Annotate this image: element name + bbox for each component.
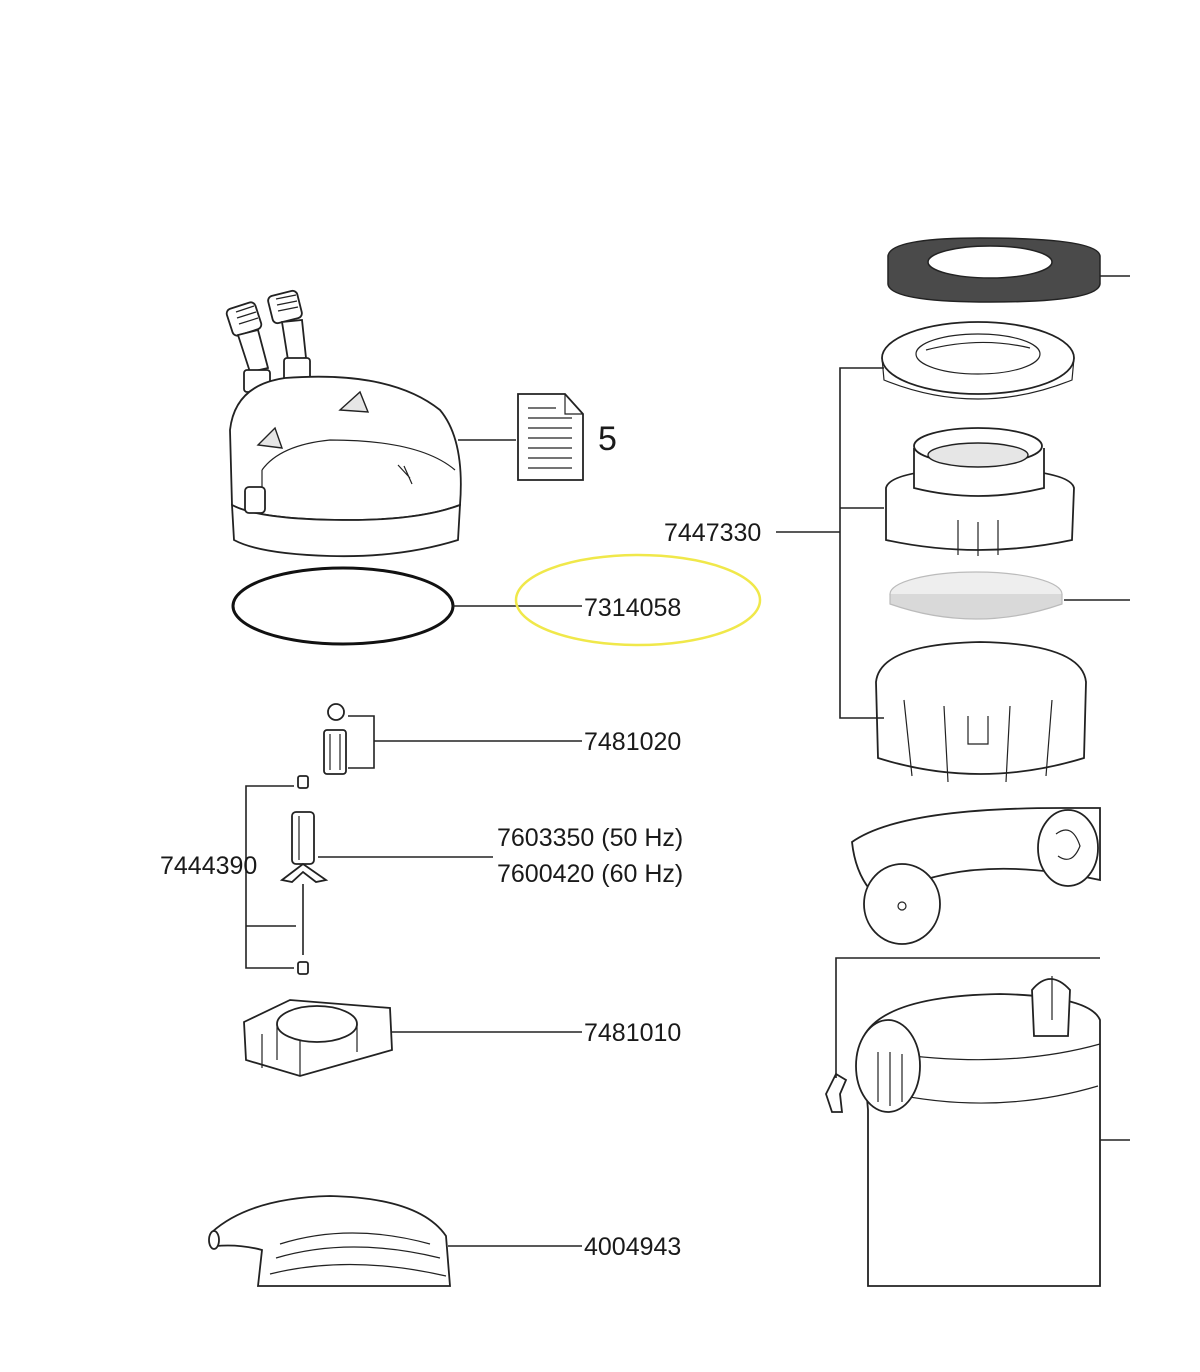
document-icon <box>517 393 584 481</box>
hose-coil <box>208 1195 451 1287</box>
canister <box>825 976 1101 1287</box>
gasket-ring <box>231 566 455 646</box>
lower-basket <box>875 641 1087 783</box>
manual-count: 5 <box>598 420 617 458</box>
label-holder: 7481010 <box>584 1019 681 1047</box>
label-impeller-set: 7444390 <box>160 852 257 880</box>
pump-head <box>225 289 462 558</box>
label-impeller-cap: 7481020 <box>584 728 681 756</box>
label-impeller-50: 7603350 (50 Hz) <box>497 824 683 852</box>
impeller <box>279 775 329 975</box>
foam-ring <box>887 237 1101 303</box>
label-hose: 4004943 <box>584 1233 681 1261</box>
label-basket-set: 7447330 <box>664 519 761 547</box>
basket-lid <box>881 321 1075 400</box>
filter-basket <box>885 427 1075 556</box>
holder <box>243 999 393 1077</box>
label-impeller-60: 7600420 (60 Hz) <box>497 860 683 888</box>
impeller-cap <box>323 703 347 775</box>
filter-pad <box>889 571 1063 620</box>
canister-handle <box>851 807 1101 945</box>
label-gasket: 7314058 <box>584 594 681 622</box>
highlight-ellipse <box>514 553 762 647</box>
